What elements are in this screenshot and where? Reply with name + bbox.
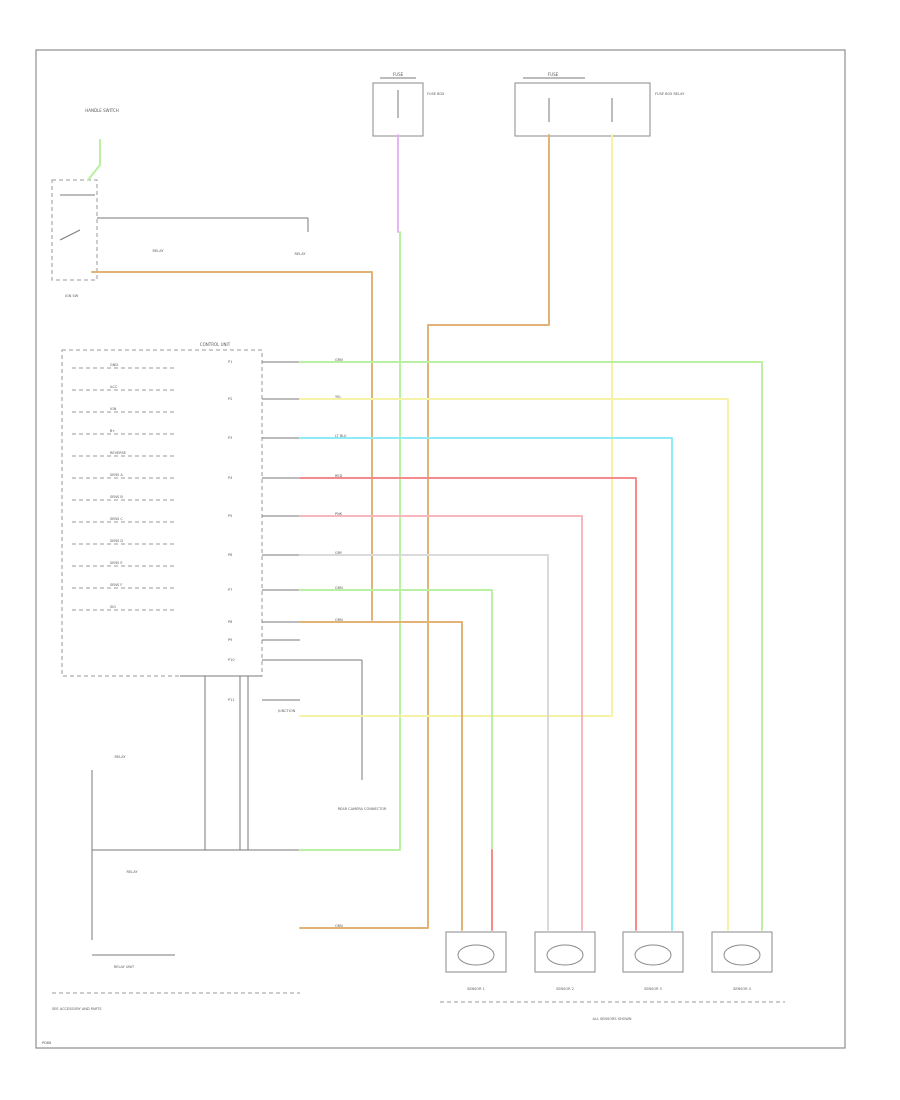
fuse-box-a-title: FUSE [393,72,404,77]
left-pin-label: SIG [110,605,116,609]
wire-sensor1-orange [299,621,463,931]
control-unit: CONTROL UNIT GND ACC IGN B+ REVERSE SENS A SEN… [61,342,300,850]
wire-green-main [299,231,401,851]
relay-a: RELAY RELAY [97,217,309,256]
wire-labels: GRN YEL LT BLU RED PNK GRY GRN ORN ORN [335,358,347,928]
footer-id: PD88 [42,1041,51,1045]
sensor-4-label: SENSOR 4 [733,987,752,991]
left-pin-label: GND [110,363,118,367]
sensor-2-label: SENSOR 2 [556,987,574,991]
bottom-note: SEE ACCESSORY AND PARTS [52,1007,102,1011]
ecu-pin-label: P6 [228,553,232,557]
wire-label-orange2: ORN [335,924,343,928]
wire-label-cyan: LT BLU [335,434,347,438]
control-unit-label: CONTROL UNIT [200,342,231,347]
diagram-frame [35,49,846,1049]
ecu-pin-label: P4 [228,476,233,480]
wire-sensor2-gray [299,554,549,931]
sensor-1: SENSOR 1 [445,931,507,991]
ecu-pin-label: P2 [228,397,232,401]
sensor-1-label: SENSOR 1 [467,987,485,991]
wire-sensor3-red [299,477,637,931]
left-pin-label: SENS E [110,561,123,565]
sensors: SENSOR 1 SENSOR 2 SENSOR 3 SENSOR 4 ALL … [440,931,785,1021]
wire-sensor2-pink [299,515,583,931]
left-pin-label: SENS D [110,539,123,543]
fuse-box-top-a: FUSE FUSE BOX [372,72,445,137]
ecu-pin-label: P10 [228,658,235,662]
wire-handle-green [87,139,101,181]
left-pin-label: ACC [110,385,118,389]
ecu-pin-label: P3 [228,436,232,440]
fuse-box-a-note: FUSE BOX [427,92,445,96]
wire-label-yellow: YEL [335,395,341,399]
wire-label-pink: PNK [335,512,343,516]
left-pin-label: SENS A [110,473,123,477]
left-pin-label: SENS C [110,517,123,521]
wire-orange-top [299,134,550,929]
ecu-pin-label: P8 [228,620,232,624]
relay-unit: RELAY RELAY RELAY UNIT SEE ACCESSORY AND… [42,755,300,1045]
wire-label-orange: ORN [335,618,343,622]
handle-switch: HANDLE SWITCH IGN SW [51,108,119,298]
sensor-3: SENSOR 3 [622,931,684,991]
wires [87,134,763,931]
sensor-2: SENSOR 2 [534,931,596,991]
relay-unit-label: RELAY UNIT [114,965,135,969]
relay-a-label: RELAY [153,249,165,253]
wire-sensor1-green [299,589,493,931]
left-pin-label: REVERSE [110,451,126,455]
sensor-4: SENSOR 4 [711,931,773,991]
left-pin-label: IGN [110,407,117,411]
left-pin-label: B+ [110,429,115,433]
relay-b-label: RELAY [295,252,307,256]
handle-switch-label: HANDLE SWITCH [85,108,119,113]
ecu-pin-label: P1 [228,360,232,364]
wire-sensor4-green [299,361,763,931]
relay-unit-b: RELAY [127,870,139,874]
fuse-box-b-title: FUSE [548,72,559,77]
wire-sensor4-yellow [299,398,729,931]
rear-camera-label: REAR CAMERA CONNECTOR [338,807,387,811]
wire-orange-ign [91,271,373,621]
ecu-pin-label: P5 [228,514,232,518]
bottom-center-note: ALL SENSORS SHOWN [593,1017,632,1021]
wire-label-lgreen: GRN [335,586,343,590]
wire-sensor3-cyan [299,437,673,931]
ecu-pin-label: P7 [228,588,232,592]
ecu-pin-label: P9 [228,638,232,642]
control-unit-left-pins: GND ACC IGN B+ REVERSE SENS A SENS B SENS C SENS… [72,363,175,611]
wire-yellow-top [299,134,613,717]
ign-switch-label: IGN SW [65,294,79,298]
wire-label-red: RED [335,474,343,478]
left-pin-label: SENS F [110,583,122,587]
sensor-3-label: SENSOR 3 [644,987,662,991]
left-pin-label: SENS B [110,495,123,499]
fuse-box-b-note: FUSE BOX RELAY [655,92,685,96]
fuse-box-top-b: FUSE FUSE BOX RELAY [514,72,685,137]
wire-label-gray: GRY [335,551,343,555]
junction-label: JUNCTION [277,709,296,713]
ecu-pin-label: P11 [228,698,235,702]
wire-label-green: GRN [335,358,343,362]
relay-unit-a: RELAY [115,755,127,759]
rear-camera-connector: REAR CAMERA CONNECTOR JUNCTION [277,659,387,811]
